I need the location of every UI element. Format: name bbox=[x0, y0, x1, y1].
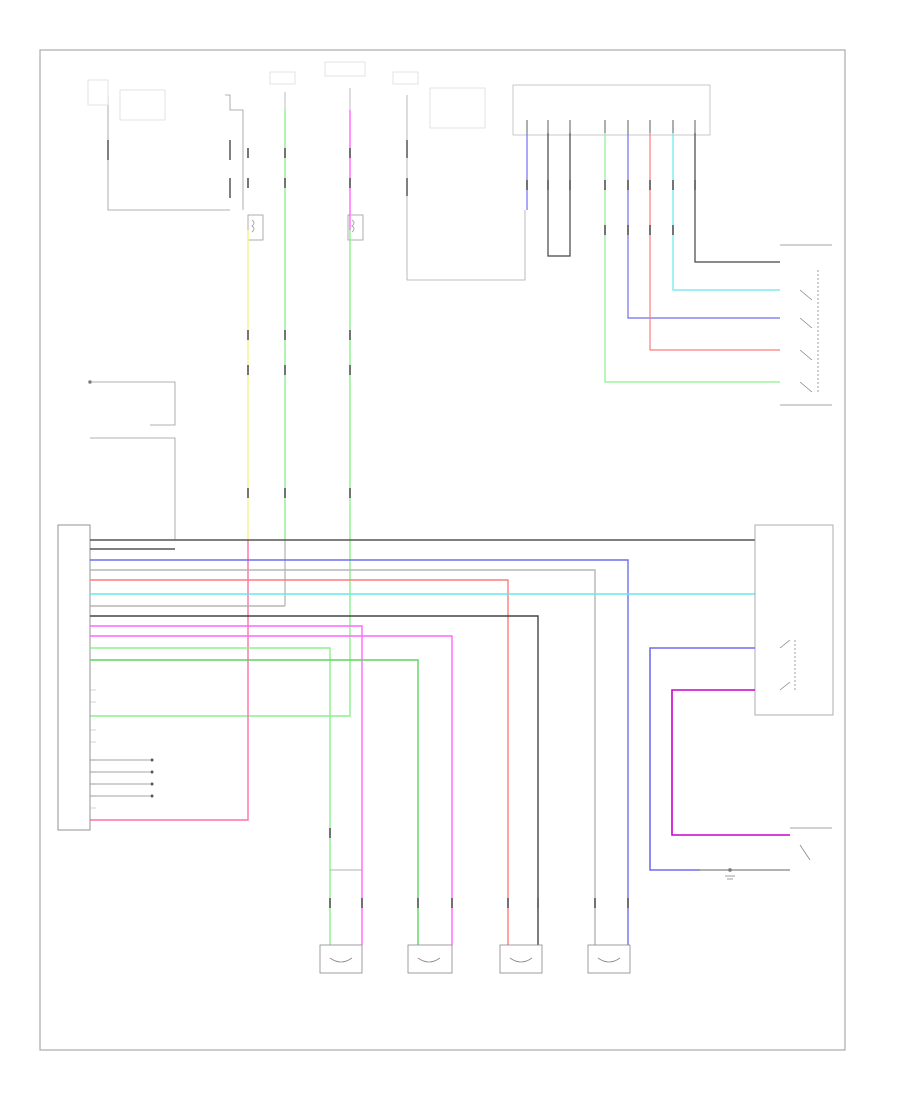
main-control-module bbox=[57, 524, 91, 831]
diagram-frame bbox=[39, 49, 846, 1051]
wire-green-bus2 bbox=[90, 659, 419, 945]
fuse-column-3 bbox=[324, 61, 366, 110]
top-right-control-box bbox=[512, 84, 711, 136]
left-small-block bbox=[88, 380, 176, 540]
connector-pin-icon bbox=[150, 758, 154, 798]
wire-magenta-bus2 bbox=[90, 635, 453, 945]
wire-black-bus3 bbox=[90, 615, 539, 945]
right-module-wires bbox=[649, 647, 790, 871]
wire-black-sw bbox=[547, 133, 571, 257]
wire-pink-left bbox=[90, 540, 249, 821]
wire-gray-bus bbox=[90, 569, 596, 945]
top-left-fuse bbox=[87, 79, 244, 211]
relay-coil-icon bbox=[247, 214, 264, 241]
left-short-wires bbox=[90, 759, 150, 797]
wire-blue-bus bbox=[90, 559, 629, 945]
wire-green-b bbox=[90, 230, 351, 717]
motor-icon bbox=[319, 944, 363, 974]
wire-red-bus bbox=[90, 579, 509, 945]
top-vertical-wires bbox=[90, 110, 351, 821]
wire-magenta-bus bbox=[90, 625, 363, 945]
switch-contact-icon bbox=[779, 639, 796, 691]
right-switch-wires bbox=[526, 133, 780, 383]
relay-coil-icon bbox=[347, 214, 364, 241]
bottom-right-switch bbox=[728, 827, 832, 872]
wire-magenta-rm bbox=[671, 689, 790, 836]
fuse-column-4 bbox=[392, 71, 526, 281]
controller-pins bbox=[526, 120, 696, 133]
wire-blue-sw2 bbox=[627, 133, 780, 319]
right-side-module bbox=[754, 524, 834, 716]
module-bus-wires bbox=[90, 539, 755, 945]
motor-icon bbox=[407, 944, 453, 974]
wire-blue-rm bbox=[649, 647, 755, 871]
wire-cyan-sw bbox=[672, 133, 780, 291]
connector-marks bbox=[247, 148, 696, 908]
wire-green-bus bbox=[90, 647, 331, 945]
motor-icon bbox=[499, 944, 543, 974]
fuse-column-2 bbox=[269, 71, 296, 110]
wire-red-sw bbox=[649, 133, 780, 351]
ground-icon bbox=[725, 875, 735, 880]
switch-contact-icon bbox=[780, 244, 832, 406]
wire-black-sw2 bbox=[694, 133, 780, 263]
motor-icon bbox=[587, 944, 631, 974]
wire-green-sw bbox=[604, 133, 780, 383]
